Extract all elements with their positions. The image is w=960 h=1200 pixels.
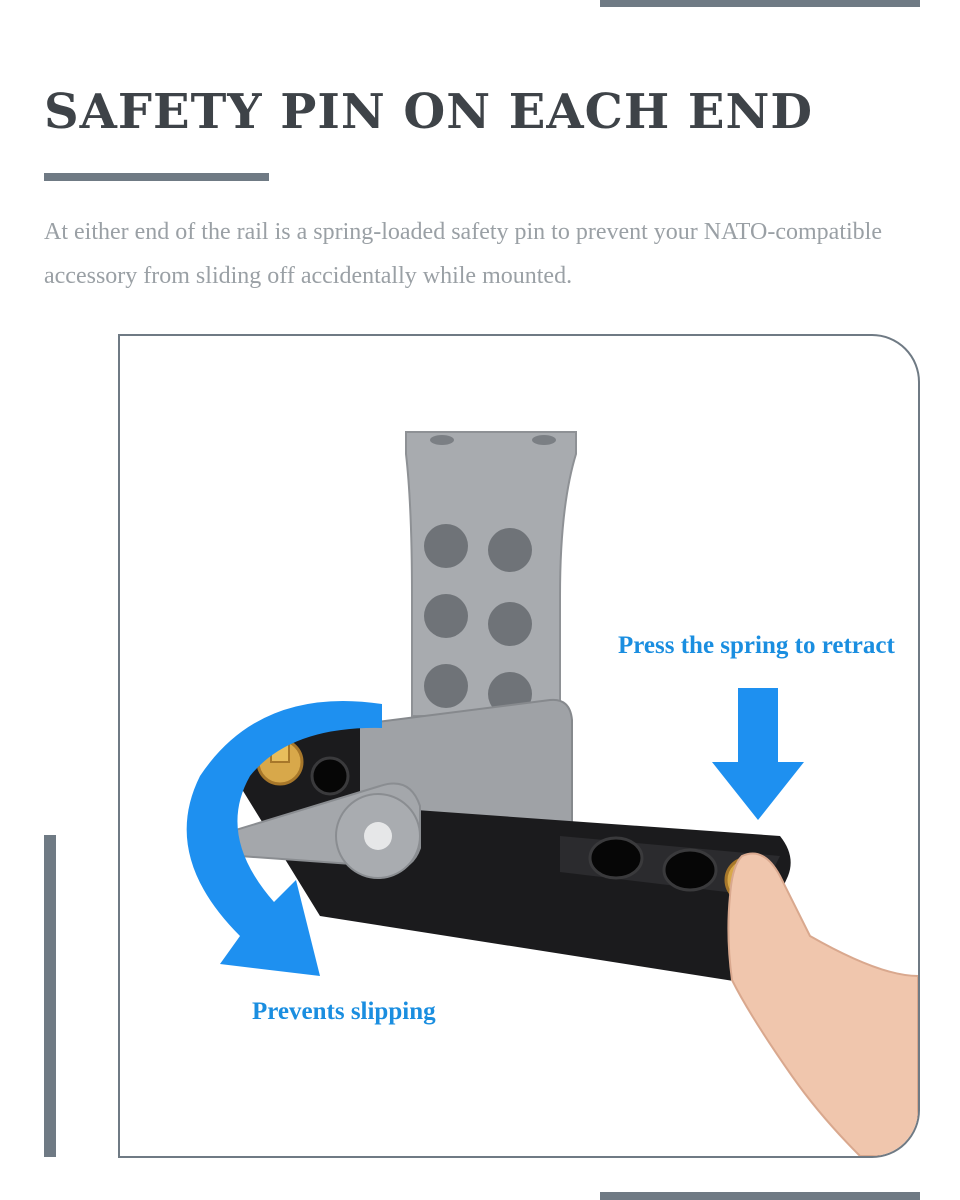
page-title: SAFETY PIN ON EACH END — [44, 84, 813, 140]
bottom-accent-bar — [600, 1192, 920, 1200]
product-illustration — [186, 431, 918, 1156]
callout-press-spring: Press the spring to retract — [618, 632, 895, 659]
side-accent-bar — [44, 835, 56, 1157]
rail-holes — [310, 756, 718, 892]
curved-arrow-icon — [186, 701, 382, 976]
product-figure-frame: Press the spring to retract Prevents sli… — [118, 334, 920, 1158]
black-rail — [240, 716, 791, 982]
title-underline — [44, 173, 269, 181]
callout-prevents-slipping: Prevents slipping — [252, 998, 436, 1025]
description-text: At either end of the rail is a spring-lo… — [44, 219, 882, 289]
top-accent-bar — [600, 0, 920, 7]
down-arrow-icon — [712, 688, 804, 820]
pressing-finger — [727, 852, 918, 1156]
